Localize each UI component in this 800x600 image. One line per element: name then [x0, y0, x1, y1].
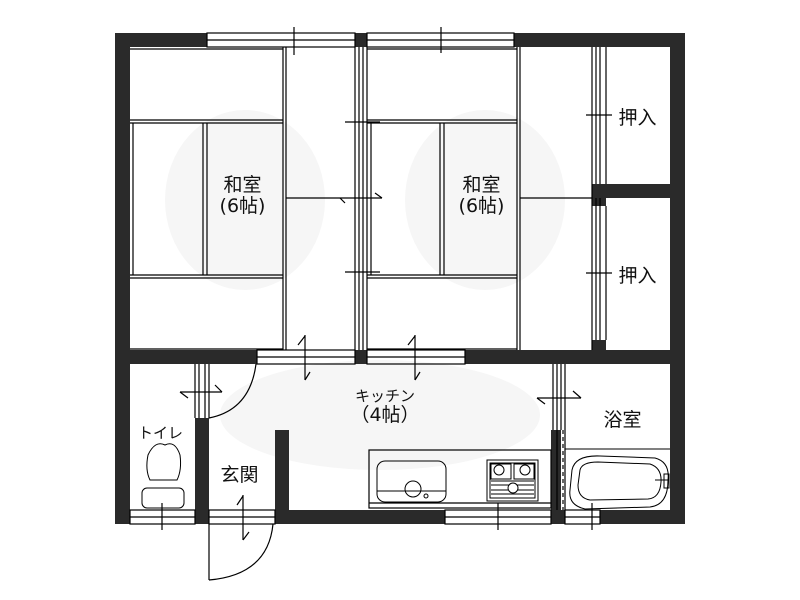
room-name: 和室 — [462, 174, 501, 196]
toilet-icon — [141, 443, 185, 509]
room-size: (6帖) — [219, 194, 266, 217]
room-genkan-label: 玄関 — [220, 464, 259, 486]
room-size: （4帖） — [350, 403, 420, 426]
two-burner-stove-icon — [486, 459, 539, 502]
room-shading — [165, 110, 565, 470]
room-oshiire-top-label: 押入 — [618, 107, 657, 129]
sink-icon — [376, 460, 447, 503]
room-bath-label: 浴室 — [603, 409, 642, 431]
bathtub-icon — [565, 448, 670, 510]
linework — [129, 27, 612, 581]
room-name: キッチン — [354, 387, 415, 405]
room-name: 和室 — [223, 174, 262, 196]
walls — [115, 33, 685, 524]
room-kitchen-label: キッチン （4帖） — [340, 388, 430, 425]
room-size: (6帖) — [458, 194, 505, 217]
room-washitsu-right-label: 和室 (6帖) — [439, 175, 524, 217]
room-toilet-label: トイレ — [137, 424, 183, 442]
room-oshiire-bottom-label: 押入 — [618, 265, 657, 287]
room-washitsu-left-label: 和室 (6帖) — [200, 175, 285, 217]
